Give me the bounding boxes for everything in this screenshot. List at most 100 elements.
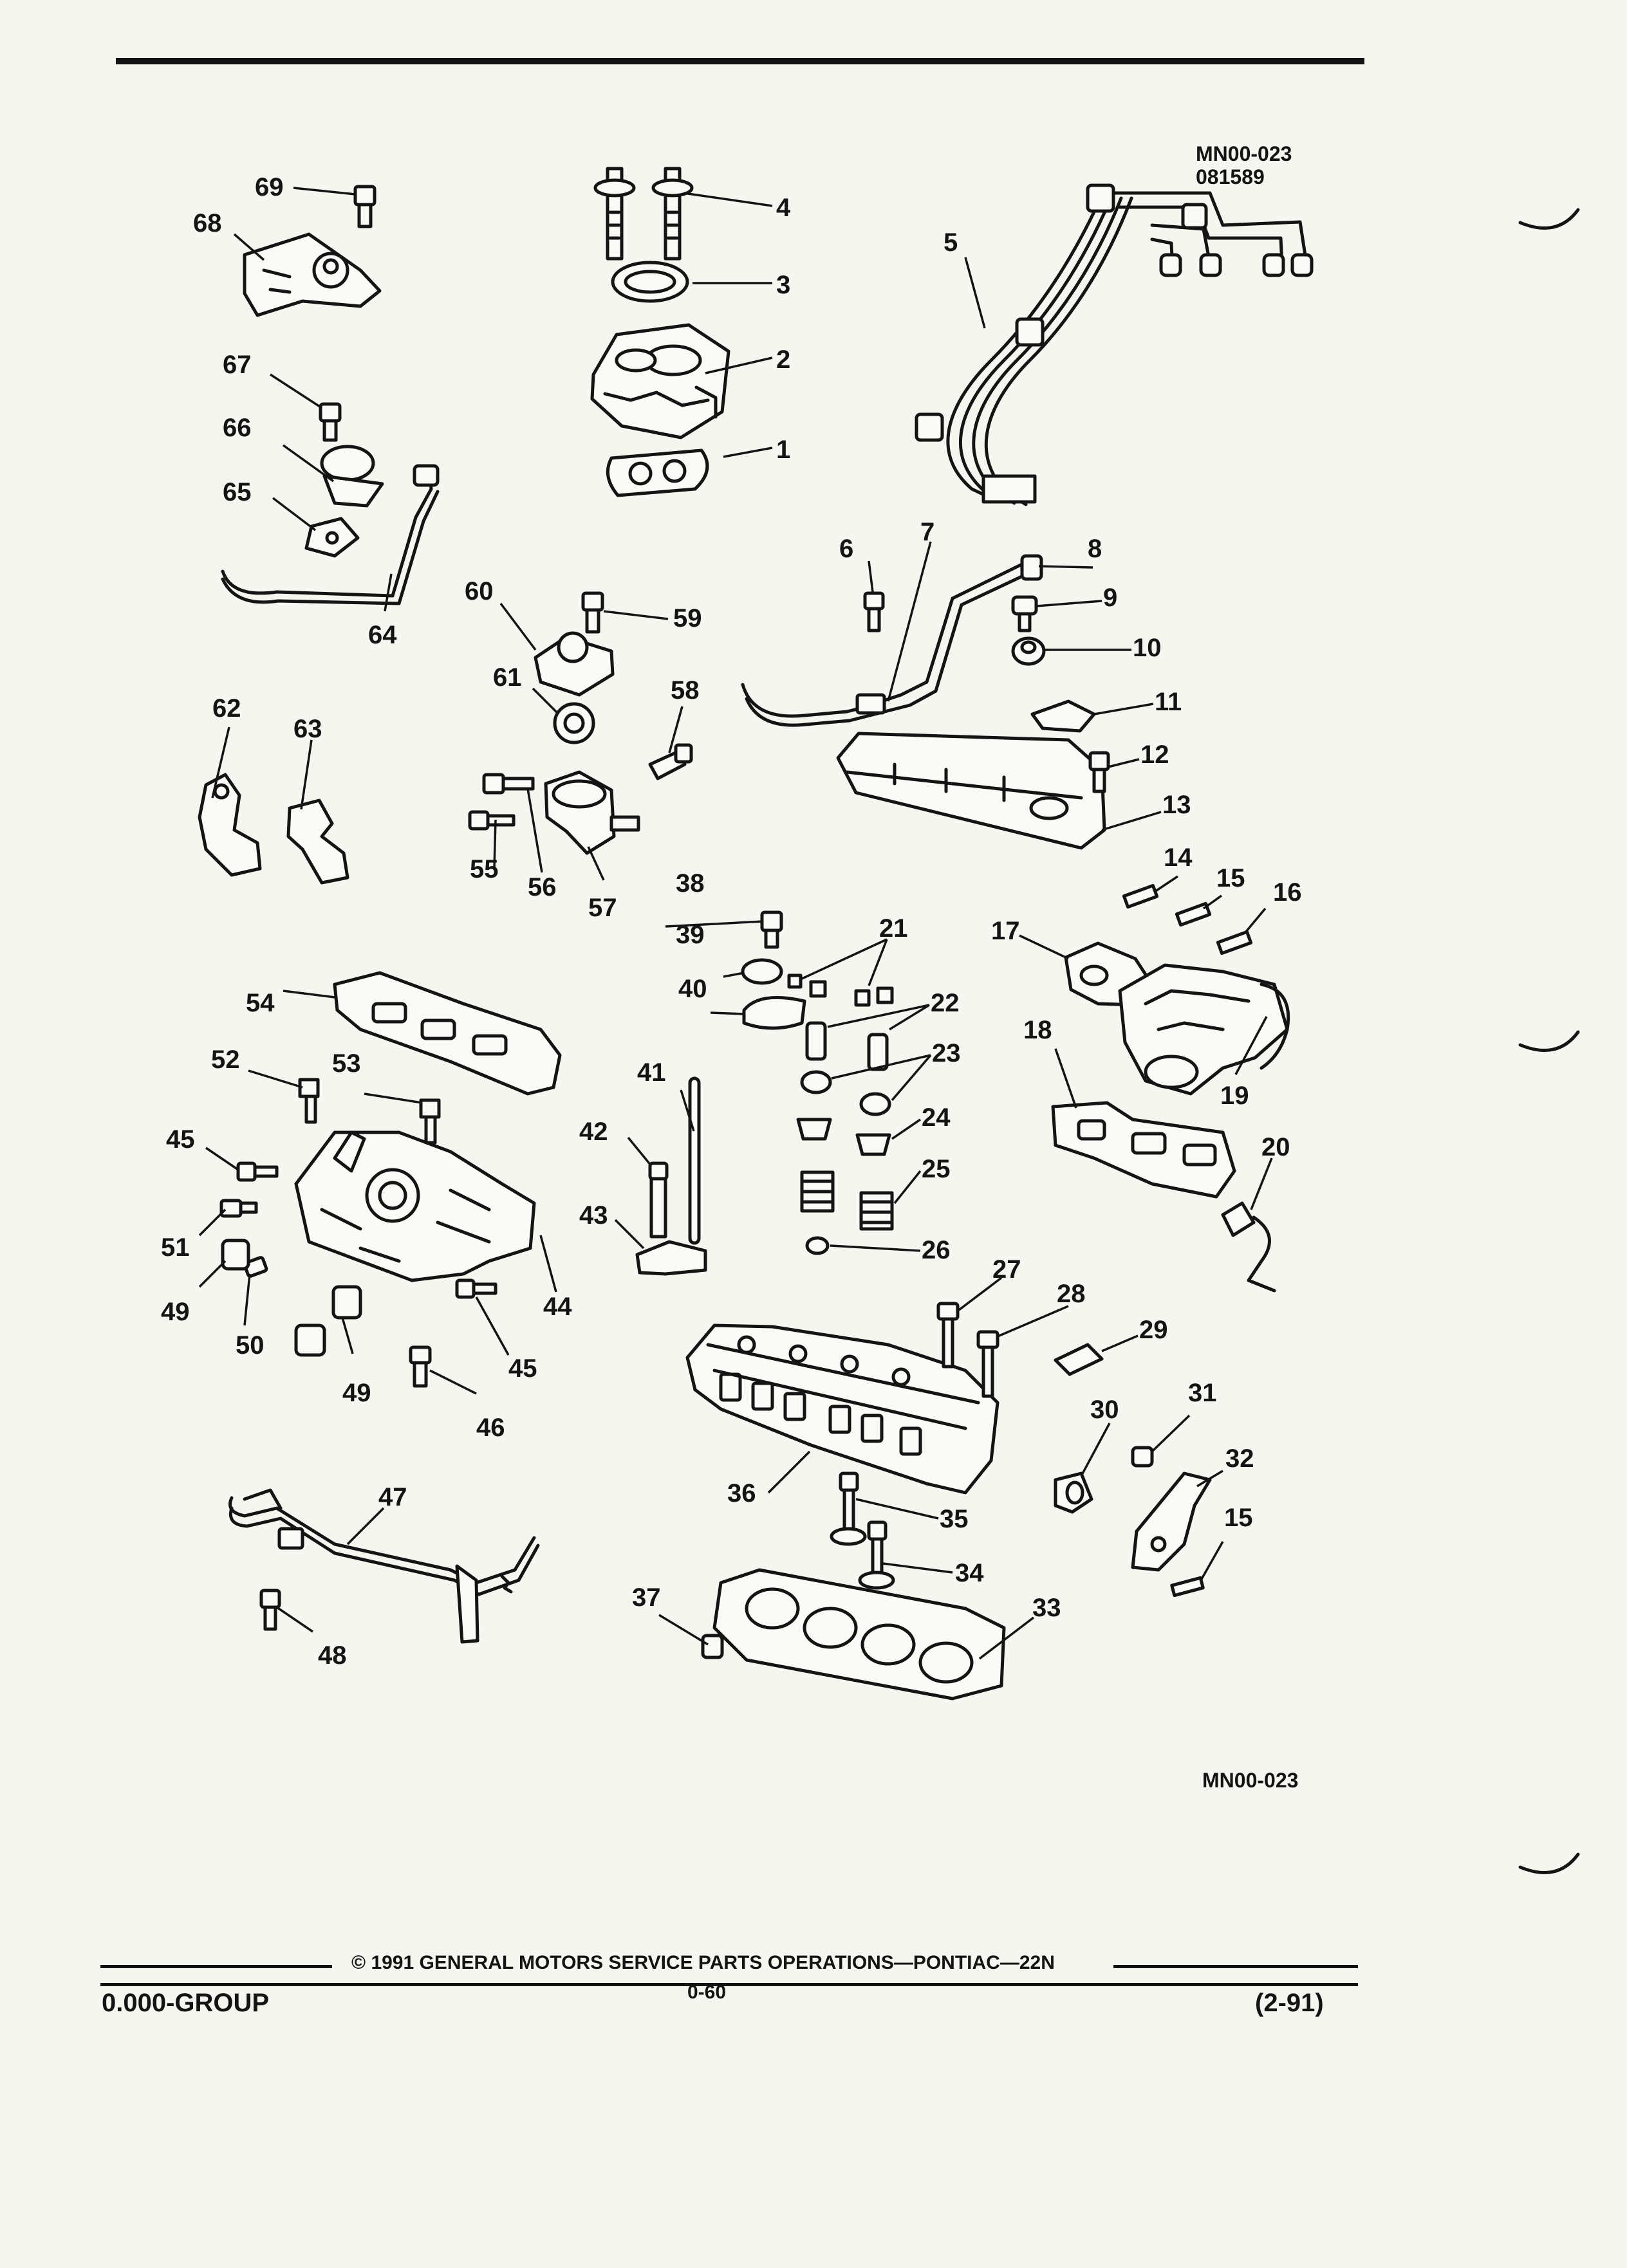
callout-22: 22 [931, 989, 960, 1017]
callout-63: 63 [293, 715, 322, 743]
callout-18: 18 [1023, 1016, 1052, 1044]
callout-36: 36 [727, 1479, 756, 1507]
callout-19: 19 [1220, 1082, 1249, 1110]
callout-48: 48 [318, 1641, 347, 1670]
callout-17: 17 [991, 917, 1020, 945]
thermostat-housing-parts [468, 591, 693, 855]
callout-45: 45 [508, 1354, 537, 1383]
callout-54: 54 [246, 989, 275, 1017]
callout-62: 62 [212, 694, 241, 723]
valve-train-parts [635, 910, 894, 1276]
callout-10: 10 [1133, 634, 1162, 662]
callout-24: 24 [922, 1103, 951, 1132]
callout-68: 68 [193, 209, 222, 237]
callout-9: 9 [1103, 584, 1117, 612]
callout-51: 51 [161, 1233, 190, 1262]
footer-rule-right [1113, 1965, 1358, 1968]
exhaust-manifold-parts [1051, 883, 1290, 1293]
footer-rule-left [100, 1965, 332, 1968]
callout-66: 66 [223, 414, 252, 442]
callout-14: 14 [1164, 844, 1193, 872]
callout-60: 60 [465, 577, 494, 605]
callout-1: 1 [776, 436, 790, 464]
footer-copyright: © 1991 GENERAL MOTORS SERVICE PARTS OPER… [351, 1952, 1055, 1973]
callout-47: 47 [378, 1483, 407, 1511]
footer-revision: (2-91) [1255, 1989, 1324, 2017]
callout-33: 33 [1032, 1594, 1061, 1622]
callout-67: 67 [223, 351, 252, 379]
callout-13: 13 [1162, 791, 1191, 819]
callout-28: 28 [1057, 1280, 1086, 1308]
callout-3: 3 [776, 271, 790, 299]
callout-69: 69 [255, 173, 284, 201]
callout-64: 64 [368, 621, 397, 649]
callout-20: 20 [1261, 1133, 1290, 1161]
footer-page-number: 0-60 [687, 1982, 726, 2003]
callout-53: 53 [332, 1049, 361, 1078]
callout-5: 5 [944, 228, 958, 257]
callout-49: 49 [342, 1379, 371, 1407]
callout-38: 38 [676, 869, 705, 898]
callout-4: 4 [776, 194, 791, 222]
callout-43: 43 [579, 1201, 608, 1230]
binding-mark [1518, 208, 1580, 230]
callout-46: 46 [476, 1414, 505, 1442]
carburetor-assembly [590, 167, 730, 497]
fuel-line-and-pcv [741, 554, 1096, 733]
callout-40: 40 [678, 975, 707, 1003]
callout-44: 44 [543, 1293, 572, 1321]
leader-lines [198, 187, 1273, 1660]
callout-45: 45 [166, 1125, 195, 1154]
cylinder-head [685, 1302, 1212, 1701]
callout-56: 56 [528, 873, 557, 901]
callout-31: 31 [1188, 1379, 1217, 1407]
callout-34: 34 [955, 1559, 984, 1587]
callout-8: 8 [1088, 535, 1102, 563]
callout-26: 26 [922, 1236, 951, 1264]
callout-55: 55 [470, 855, 499, 883]
binding-mark [1518, 1030, 1580, 1052]
header-ref-code: MN00-023 [1196, 142, 1292, 165]
callout-50: 50 [236, 1331, 265, 1360]
callout-25: 25 [922, 1155, 951, 1183]
callout-61: 61 [493, 663, 522, 692]
callout-37: 37 [632, 1583, 661, 1612]
callout-49: 49 [161, 1298, 190, 1326]
callout-32: 32 [1225, 1444, 1254, 1473]
callout-15: 15 [1224, 1504, 1253, 1532]
callout-29: 29 [1139, 1316, 1168, 1344]
footer-group: 0.000-GROUP [102, 1989, 269, 2017]
callout-11: 11 [1155, 688, 1182, 716]
binding-mark [1518, 1852, 1580, 1874]
callout-58: 58 [671, 676, 700, 705]
callout-57: 57 [588, 894, 617, 922]
callout-59: 59 [673, 604, 702, 632]
callout-labels: 1 2 3 4 5 6 7 8 9 10 11 12 13 14 15 15 1… [161, 173, 1302, 1670]
callout-35: 35 [940, 1505, 969, 1533]
top-rule [116, 58, 1364, 64]
accelerator-rod-47 [228, 1488, 540, 1644]
figure-caption: MN00-023 [1202, 1769, 1298, 1792]
valve-cover [836, 732, 1110, 850]
callout-21: 21 [879, 914, 908, 943]
callout-65: 65 [223, 478, 252, 506]
callout-23: 23 [932, 1039, 961, 1067]
callout-39: 39 [676, 921, 705, 949]
brackets-62-63 [198, 773, 349, 885]
spark-plug-wires [915, 183, 1314, 506]
callout-52: 52 [211, 1046, 240, 1074]
intake-manifold-parts [219, 971, 562, 1388]
callout-12: 12 [1140, 741, 1169, 769]
callout-7: 7 [920, 518, 934, 546]
callout-6: 6 [839, 535, 853, 563]
callout-2: 2 [776, 346, 790, 374]
callout-30: 30 [1090, 1396, 1119, 1424]
footer-rule-bottom [100, 1983, 1358, 1986]
callout-16: 16 [1273, 878, 1302, 907]
callout-15: 15 [1216, 864, 1245, 892]
egr-valve-parts [221, 185, 440, 605]
callout-27: 27 [992, 1255, 1021, 1284]
header-date-code: 081589 [1196, 165, 1265, 189]
